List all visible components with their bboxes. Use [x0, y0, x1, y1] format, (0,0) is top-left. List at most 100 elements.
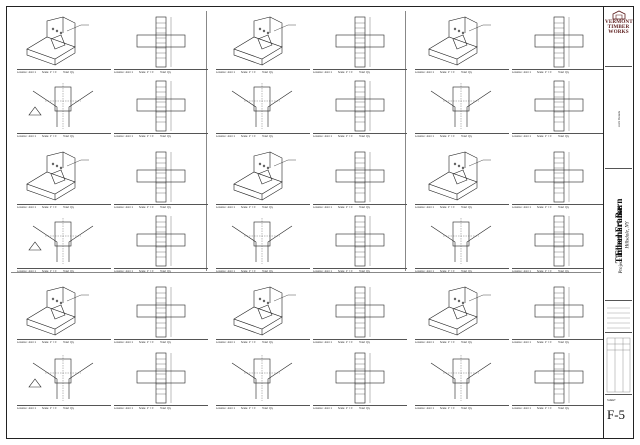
detail-caption-qty: Total: Qty	[160, 135, 172, 138]
detail-caption-prefix: Location: Joint 1	[512, 407, 531, 410]
detail-caption-scale: Scale: 1" = 1'	[337, 270, 354, 273]
joint-detail-drawing	[428, 286, 491, 336]
company-name-line3: WORKS	[608, 29, 629, 36]
joint-detail-drawing	[335, 151, 385, 203]
detail-caption-qty: Total: Qty	[63, 206, 75, 209]
joint-detail-drawing	[534, 151, 584, 203]
detail-caption: Location: Joint 1 Scale: 1" = 1' Total: Qt…	[313, 268, 407, 275]
detail-caption-scale: Scale: 1" = 1'	[138, 270, 155, 273]
detail-caption-qty: Total: Qty	[558, 407, 570, 410]
joint-detail: Location: Joint 1 Scale: 1" = 1' Total: Qt…	[510, 15, 608, 77]
detail-caption-prefix: Location: Joint 1	[114, 407, 133, 410]
detail-caption-scale: Scale: 1" = 1'	[138, 206, 155, 209]
detail-caption-scale: Scale: 1" = 1'	[439, 407, 456, 410]
detail-caption-qty: Total: Qty	[63, 341, 75, 344]
info-lines	[607, 307, 630, 329]
detail-caption-scale: Scale: 1" = 1'	[439, 206, 456, 209]
joint-detail-drawing	[534, 352, 584, 404]
detail-caption-qty: Total: Qty	[63, 135, 75, 138]
drawing-sheet: Location: Joint 1 Scale: 1" = 1' Total: Qt…	[6, 6, 634, 439]
project-box: Project: Eberhart Barn	[605, 171, 632, 301]
detail-caption-qty: Total: Qty	[262, 71, 274, 74]
detail-caption-prefix: Location: Joint 1	[512, 206, 531, 209]
project-location: Hillsdale, NY	[625, 221, 631, 249]
joint-detail-drawing	[136, 215, 186, 267]
detail-caption-scale: Scale: 1" = 1'	[439, 71, 456, 74]
project-name-line2: Timber Frame	[614, 206, 624, 264]
detail-caption-scale: Scale: 1" = 1'	[439, 270, 456, 273]
detail-caption-scale: Scale: 1" = 1'	[240, 341, 257, 344]
detail-caption-prefix: Location: Joint 1	[415, 71, 434, 74]
detail-caption-prefix: Location: Joint 1	[114, 71, 133, 74]
detail-caption-prefix: Location: Joint 1	[313, 206, 332, 209]
detail-caption-prefix: Location: Joint 1	[216, 71, 235, 74]
detail-caption-qty: Total: Qty	[160, 407, 172, 410]
row-divider	[11, 272, 601, 273]
detail-caption-prefix: Location: Joint 1	[512, 135, 531, 138]
detail-caption-scale: Scale: 1" = 1'	[337, 135, 354, 138]
detail-caption-qty: Total: Qty	[359, 206, 371, 209]
joint-detail-drawing	[534, 286, 584, 338]
detail-caption-prefix: Location: Joint 1	[313, 407, 332, 410]
detail-caption-prefix: Location: Joint 1	[17, 71, 36, 74]
joint-detail-drawing	[335, 352, 385, 404]
detail-caption-qty: Total: Qty	[359, 341, 371, 344]
detail-caption-qty: Total: Qty	[160, 270, 172, 273]
detail-caption-qty: Total: Qty	[359, 270, 371, 273]
detail-caption-prefix: Location: Joint 1	[512, 71, 531, 74]
detail-caption-scale: Scale: 1" = 1'	[240, 71, 257, 74]
detail-caption-qty: Total: Qty	[160, 71, 172, 74]
detail-caption-qty: Total: Qty	[558, 71, 570, 74]
detail-caption-prefix: Location: Joint 1	[313, 71, 332, 74]
detail-caption-qty: Total: Qty	[262, 270, 274, 273]
joint-detail-drawing	[335, 286, 385, 338]
joint-detail-drawing	[534, 80, 584, 132]
joint-detail-drawing	[26, 16, 89, 66]
joint-detail-drawing	[428, 151, 491, 201]
detail-caption-prefix: Location: Joint 1	[216, 407, 235, 410]
detail-caption-scale: Scale: 1" = 1'	[536, 135, 553, 138]
revision-box	[605, 335, 632, 395]
detail-caption-qty: Total: Qty	[461, 206, 473, 209]
detail-caption-qty: Total: Qty	[461, 407, 473, 410]
detail-caption-qty: Total: Qty	[262, 341, 274, 344]
barn-logo-icon	[612, 10, 625, 20]
detail-caption-qty: Total: Qty	[63, 270, 75, 273]
joint-detail-drawing	[136, 16, 186, 68]
detail-caption-prefix: Location: Joint 1	[216, 206, 235, 209]
detail-caption-scale: Scale: 1" = 1'	[536, 71, 553, 74]
detail-caption-scale: Scale: 1" = 1'	[240, 135, 257, 138]
joint-detail-drawing	[233, 151, 296, 201]
detail-caption-scale: Scale: 1" = 1'	[240, 407, 257, 410]
sheet-section-box: Joint Details	[605, 69, 632, 169]
detail-caption-prefix: Location: Joint 1	[313, 135, 332, 138]
detail-caption-qty: Total: Qty	[160, 206, 172, 209]
detail-caption-scale: Scale: 1" = 1'	[41, 206, 58, 209]
detail-caption-prefix: Location: Joint 1	[17, 341, 36, 344]
detail-caption-prefix: Location: Joint 1	[313, 270, 332, 273]
